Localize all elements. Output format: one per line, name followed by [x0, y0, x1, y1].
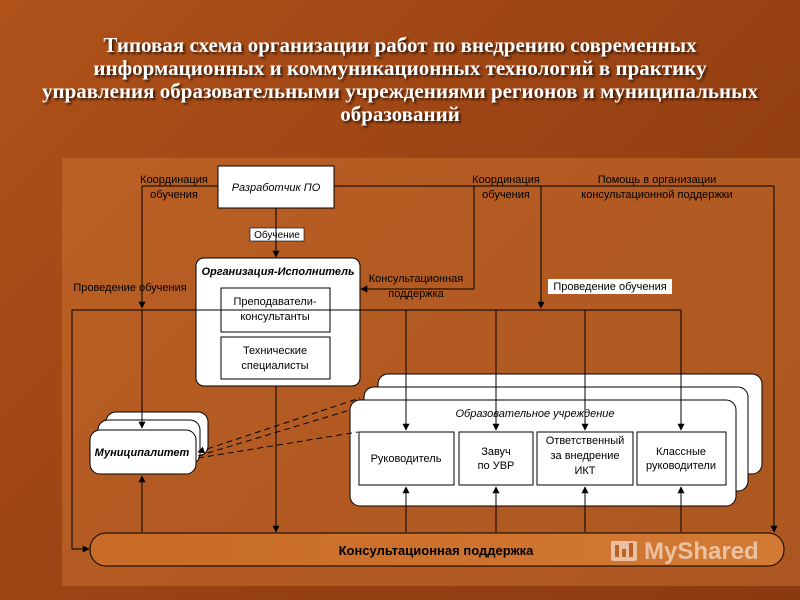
ict-line3: ИКТ — [574, 465, 595, 477]
class-teachers-box[interactable] — [636, 431, 727, 486]
municipality-box[interactable] — [89, 429, 197, 475]
help-line2: консультационной поддержки — [581, 189, 732, 201]
tech-specialists-box[interactable] — [220, 336, 331, 380]
coord-right-line2: обучения — [482, 189, 530, 201]
tech-specialists-line2: специалисты — [241, 360, 308, 372]
coord-right-line1: Координация — [472, 174, 540, 186]
coord-left-line2: обучения — [150, 189, 198, 201]
tech-specialists-line1: Технические — [243, 345, 307, 357]
developer-label: Разработчик ПО — [232, 182, 321, 194]
executor-org-label: Организация-Исполнитель — [201, 266, 354, 278]
edu-institution-label: Образовательное учреждение — [455, 408, 614, 420]
watermark-icon — [611, 541, 637, 561]
consult-line2: поддержка — [388, 288, 444, 300]
ict-line2: за внедрение — [550, 450, 619, 462]
ict-box[interactable] — [536, 431, 634, 486]
consult-support-bar-label: Консультационная поддержка — [339, 543, 535, 558]
coord-left-line1: Координация — [140, 174, 208, 186]
deputy-box[interactable] — [458, 431, 534, 486]
consult-support-bar[interactable] — [89, 532, 785, 567]
head-box[interactable] — [358, 431, 455, 486]
developer-box[interactable] — [217, 165, 335, 209]
training-tag-box — [249, 227, 305, 242]
ict-line1: Ответственный — [546, 435, 625, 447]
deputy-line1: Завуч — [481, 446, 511, 458]
class-teachers-line2: руководители — [646, 460, 716, 472]
teachers-consultants-line2: консультанты — [240, 311, 309, 323]
training-right-label: Проведение обучения — [553, 281, 666, 293]
training-right-box — [548, 279, 672, 294]
deputy-line2: по УВР — [478, 460, 515, 472]
help-line1: Помощь в организации — [598, 174, 717, 186]
connectors — [71, 185, 778, 553]
consult-line1: Консультационная — [369, 273, 464, 285]
teachers-consultants-line1: Преподаватели- — [234, 296, 317, 308]
watermark-text: MyShared — [644, 538, 759, 565]
diagram-panel — [62, 158, 800, 586]
head-label: Руководитель — [371, 453, 442, 465]
municipality-label: Муниципалитет — [95, 447, 190, 459]
training-tag-label: Обучение — [254, 229, 300, 241]
class-teachers-line1: Классные — [656, 446, 706, 458]
slide-title: Типовая схема организации работ по внедр… — [42, 33, 758, 126]
training-left-label: Проведение обучения — [73, 282, 186, 294]
